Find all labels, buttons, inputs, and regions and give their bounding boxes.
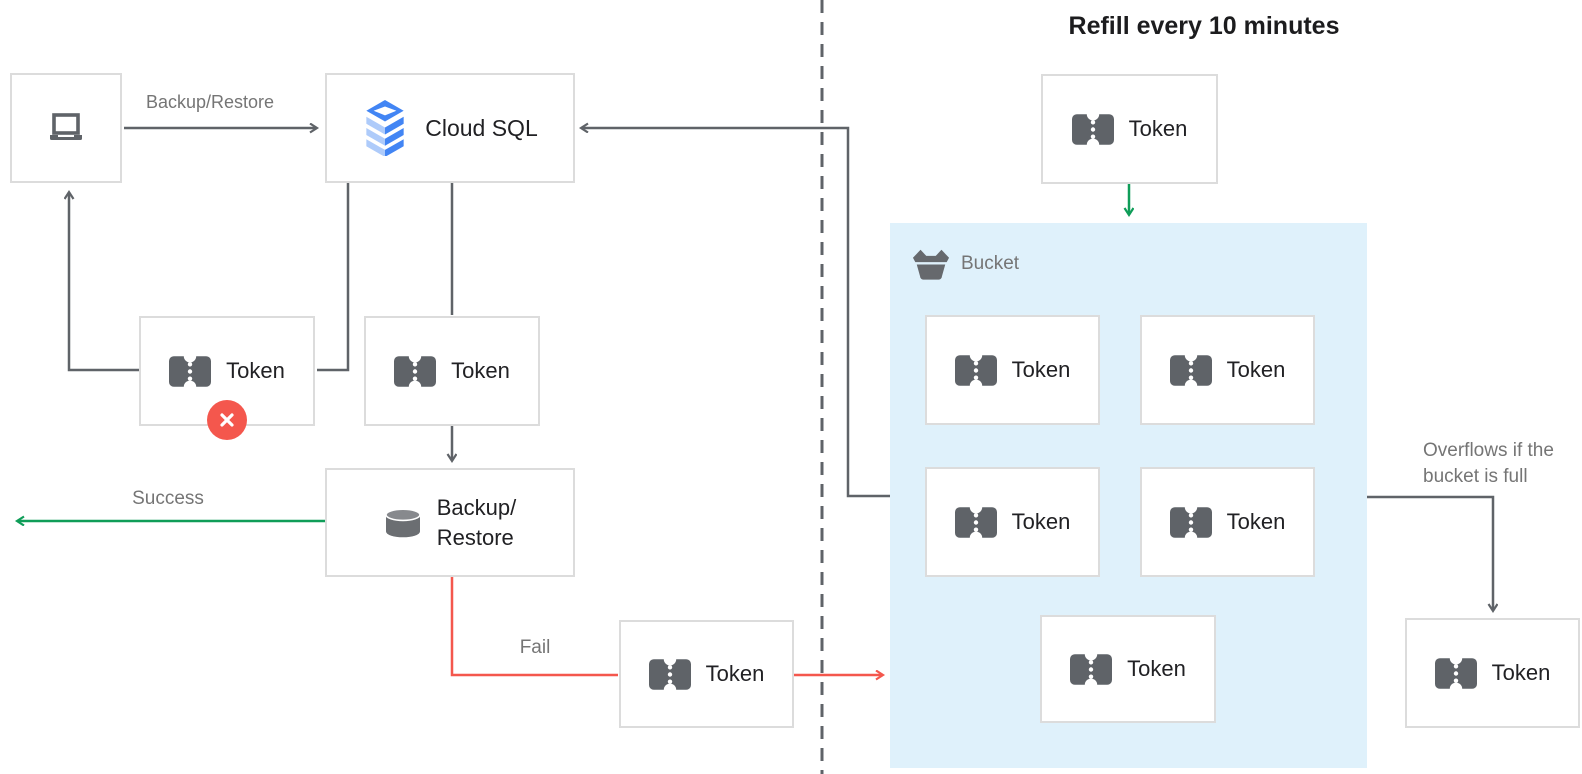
ticket-icon <box>648 658 691 690</box>
backup-restore-line2: Restore <box>436 524 514 550</box>
cloud-sql-icon <box>362 100 408 156</box>
token-box-bucket-1: Token <box>925 315 1100 425</box>
cloud-sql-box: Cloud SQL <box>325 73 575 183</box>
ticket-icon <box>394 355 437 387</box>
success-label: Success <box>132 488 204 509</box>
error-x-icon <box>207 400 247 440</box>
token-box-refill: Token <box>1041 74 1218 184</box>
overflow-label-line2: bucket is full <box>1423 466 1528 487</box>
ticket-icon <box>1169 354 1212 386</box>
backup-restore-edge-label: Backup/Restore <box>145 92 275 112</box>
token-box-bucket-2: Token <box>1140 315 1315 425</box>
token-label: Token <box>1011 357 1071 382</box>
token-label: Token <box>1226 509 1286 534</box>
database-icon <box>384 507 422 538</box>
cloud-sql-label: Cloud SQL <box>425 114 538 141</box>
token-box-overflow: Token <box>1405 618 1580 728</box>
token-label: Token <box>1226 357 1286 382</box>
fail-label: Fail <box>519 637 551 658</box>
ticket-icon <box>1434 657 1477 689</box>
backup-restore-label: Backup/ Restore <box>437 493 517 553</box>
backup-restore-line1: Backup/ <box>436 494 517 520</box>
laptop-icon <box>46 112 86 144</box>
client-box <box>10 73 122 183</box>
overflow-label-line1: Overflows if the <box>1423 440 1554 461</box>
ticket-icon <box>1071 113 1114 145</box>
ticket-icon <box>954 506 997 538</box>
token-label: Token <box>1011 509 1071 534</box>
token-label: Token <box>451 358 510 383</box>
bucket-label: Bucket <box>961 252 1020 274</box>
ticket-icon <box>169 355 212 387</box>
ticket-icon <box>1070 653 1113 685</box>
refill-title: Refill every 10 minutes <box>1068 12 1340 40</box>
bucket-icon <box>912 247 950 280</box>
token-box-bucket-5: Token <box>1040 615 1216 723</box>
ticket-icon <box>1169 506 1212 538</box>
backup-restore-box: Backup/ Restore <box>325 468 575 577</box>
token-box-fail: Token <box>619 620 794 728</box>
token-label: Token <box>1491 660 1551 685</box>
token-label: Token <box>1127 656 1186 681</box>
ticket-icon <box>954 354 997 386</box>
token-box-request: Token <box>364 316 540 426</box>
bucket-header: Bucket <box>912 247 1019 280</box>
token-box-bucket-4: Token <box>1140 467 1315 577</box>
token-label: Token <box>1128 116 1188 141</box>
token-label: Token <box>705 661 765 686</box>
token-label: Token <box>226 358 285 383</box>
token-box-bucket-3: Token <box>925 467 1100 577</box>
overflow-label: Overflows if the bucket is full <box>1423 438 1554 490</box>
